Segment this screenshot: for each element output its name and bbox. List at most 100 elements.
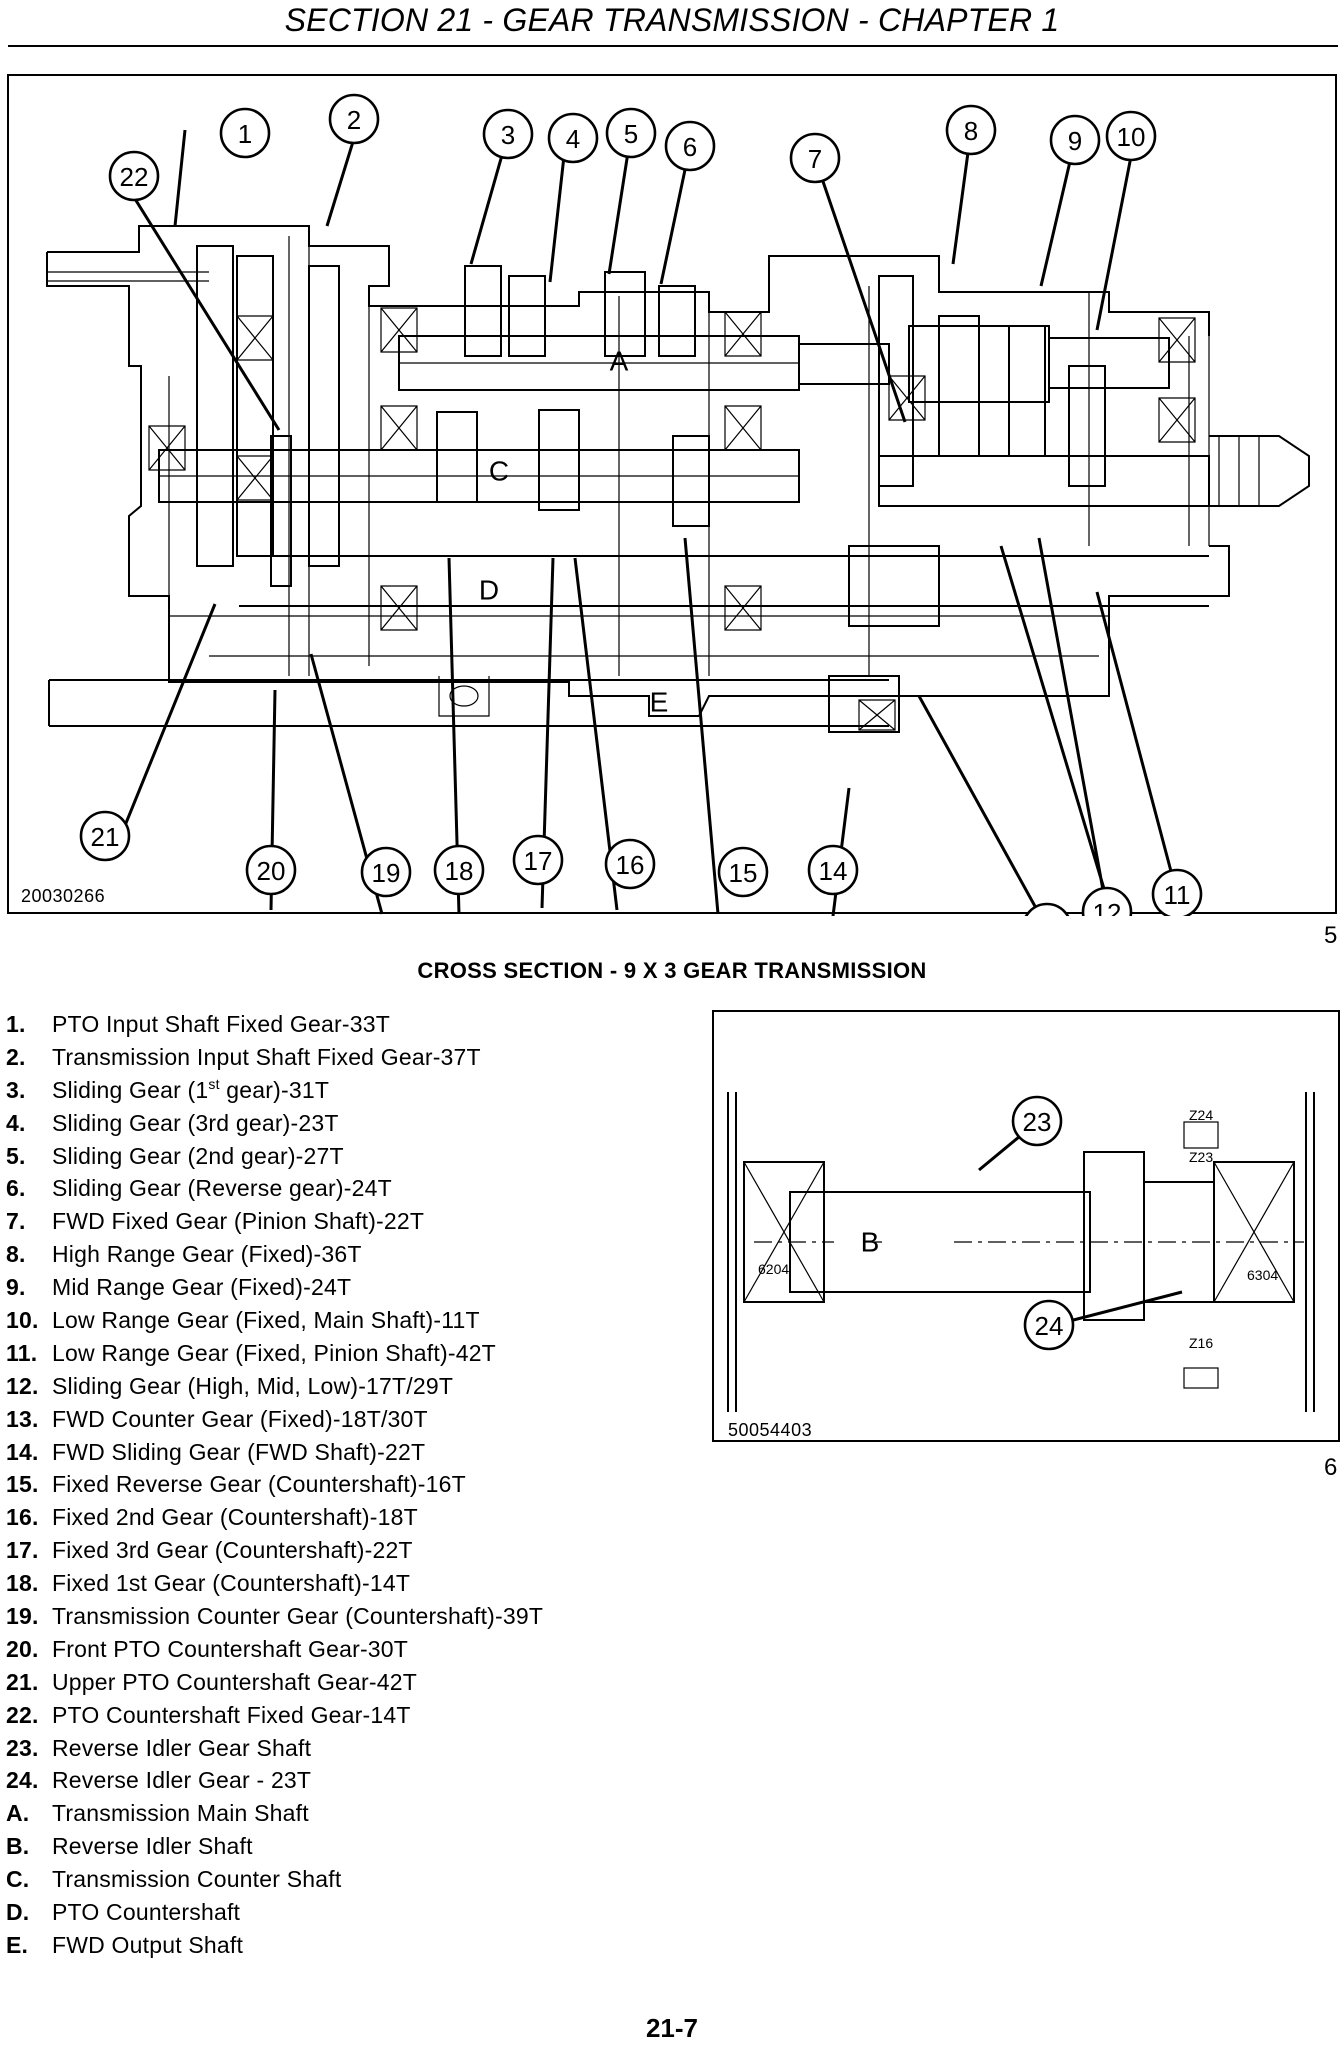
- svg-text:12: 12: [1093, 898, 1122, 916]
- callout-1: 1: [219, 107, 271, 159]
- legend-number: A.: [6, 1800, 30, 1827]
- callout-23: 23: [1011, 1095, 1063, 1147]
- legend-text: FWD Fixed Gear (Pinion Shaft)-22T: [52, 1208, 425, 1235]
- shaft-e: [48, 675, 900, 733]
- shaft-label-e: E: [650, 687, 669, 718]
- drawing-id-figure-6: 50054403: [728, 1420, 812, 1440]
- legend-text: Fixed 3rd Gear (Countershaft)-22T: [52, 1537, 413, 1564]
- legend-text: Transmission Counter Shaft: [52, 1866, 342, 1893]
- legend-number: 2.: [6, 1043, 26, 1070]
- bearing-label-6204: 6204: [758, 1261, 789, 1277]
- legend-item: C. Transmission Counter Shaft: [6, 1863, 706, 1896]
- legend-number: C.: [6, 1866, 30, 1893]
- section-header: SECTION 21 - GEAR TRANSMISSION - CHAPTER…: [284, 2, 1060, 38]
- legend-item: D.PTO Countershaft: [6, 1896, 706, 1929]
- output-nose: [1209, 435, 1310, 507]
- bearings: [148, 307, 1196, 731]
- legend-item: 13.FWD Counter Gear (Fixed)-18T/30T: [6, 1403, 706, 1436]
- legend-number: 10.: [6, 1307, 39, 1334]
- legend-number: 15.: [6, 1471, 39, 1498]
- callout-24: 24: [1023, 1299, 1075, 1351]
- legend-text: Transmission Main Shaft: [52, 1800, 309, 1827]
- legend-text: PTO Countershaft: [52, 1899, 241, 1926]
- bearing-label-6304: 6304: [1247, 1267, 1278, 1283]
- legend-text: Sliding Gear (3rd gear)-23T: [52, 1109, 339, 1136]
- svg-text:18: 18: [445, 856, 474, 886]
- legend-superscript: st: [208, 1075, 220, 1092]
- legend-item: 22.PTO Countershaft Fixed Gear-14T: [6, 1699, 706, 1732]
- header-rule: [8, 45, 1338, 47]
- shaft-label-b: B: [861, 1227, 880, 1258]
- legend-text: Reverse Idler Gear - 23T: [52, 1767, 312, 1794]
- svg-text:10: 10: [1117, 122, 1146, 152]
- svg-text:17: 17: [524, 846, 553, 876]
- svg-text:19: 19: [372, 858, 401, 888]
- parts-legend: 1.PTO Input Shaft Fixed Gear-33T 2. Trans…: [6, 1008, 706, 1962]
- callout-10: 10: [1105, 110, 1157, 162]
- inset-leaders: [978, 1120, 1183, 1327]
- svg-text:8: 8: [964, 116, 978, 146]
- svg-text:22: 22: [120, 162, 149, 192]
- legend-item: 15.Fixed Reverse Gear (Countershaft)-16T: [6, 1468, 706, 1501]
- legend-number: 18.: [6, 1570, 39, 1597]
- shaft-a: [398, 325, 1170, 403]
- legend-item: 17.Fixed 3rd Gear (Countershaft)-22T: [6, 1534, 706, 1567]
- legend-item: 11.Low Range Gear (Fixed, Pinion Shaft)-…: [6, 1337, 706, 1370]
- legend-text: Low Range Gear (Fixed, Pinion Shaft)-42T: [52, 1339, 496, 1366]
- legend-number: 8.: [6, 1241, 26, 1268]
- legend-number: 12.: [6, 1372, 39, 1399]
- gear-mark-z16: Z16: [1189, 1335, 1213, 1351]
- callout-2: 2: [328, 93, 380, 145]
- callout-22: 22: [108, 150, 160, 202]
- callout-17: 17: [512, 834, 564, 886]
- legend-text: Fixed 1st Gear (Countershaft)-14T: [52, 1570, 411, 1597]
- legend-text: Sliding Gear (2nd gear)-27T: [52, 1142, 344, 1169]
- legend-item: 2. Transmission Input Shaft Fixed Gear-37…: [6, 1041, 706, 1074]
- svg-text:3: 3: [501, 120, 515, 150]
- legend-text: FWD Counter Gear (Fixed)-18T/30T: [52, 1405, 428, 1432]
- svg-text:4: 4: [566, 124, 580, 154]
- legend-item: 21. Upper PTO Countershaft Gear-42T: [6, 1666, 706, 1699]
- legend-text: FWD Sliding Gear (FWD Shaft)-22T: [52, 1438, 426, 1465]
- legend-number: 5.: [6, 1142, 26, 1169]
- legend-item: E.FWD Output Shaft: [6, 1929, 706, 1962]
- legend-text: Low Range Gear (Fixed, Main Shaft)-11T: [52, 1307, 480, 1334]
- inset-housing: [727, 1092, 1315, 1412]
- legend-item: 23.Reverse Idler Gear Shaft: [6, 1732, 706, 1765]
- callout-13: 13: [1024, 902, 1070, 916]
- legend-item: 7. FWD Fixed Gear (Pinion Shaft)-22T: [6, 1205, 706, 1238]
- legend-number: 16.: [6, 1504, 39, 1531]
- legend-item: 20.Front PTO Countershaft Gear-30T: [6, 1633, 706, 1666]
- legend-number: 7.: [6, 1208, 26, 1235]
- legend-number: 4.: [6, 1109, 26, 1136]
- legend-item: 19.Transmission Counter Gear (Countersha…: [6, 1600, 706, 1633]
- callout-8: 8: [945, 104, 997, 156]
- svg-text:14: 14: [819, 856, 848, 886]
- legend-text: Mid Range Gear (Fixed)-24T: [52, 1274, 352, 1301]
- legend-item: A. Transmission Main Shaft: [6, 1797, 706, 1830]
- legend-text: Transmission Input Shaft Fixed Gear-37T: [52, 1043, 481, 1070]
- svg-text:20: 20: [257, 856, 286, 886]
- legend-text-before: Sliding Gear (1: [52, 1076, 209, 1103]
- shaft-label-c: C: [489, 456, 509, 487]
- legend-item: 1.PTO Input Shaft Fixed Gear-33T: [6, 1008, 706, 1041]
- legend-text: Transmission Counter Gear (Countershaft)…: [52, 1603, 544, 1630]
- callout-21: 21: [79, 810, 131, 862]
- legend-number: 6.: [6, 1175, 26, 1202]
- legend-number: 23.: [6, 1734, 39, 1761]
- legend-text-after: gear)-31T: [219, 1076, 330, 1103]
- legend-number: E.: [6, 1931, 29, 1958]
- gear-mark-z24: Z24: [1189, 1107, 1213, 1123]
- shaft-label-d: D: [479, 575, 499, 606]
- callout-9: 9: [1049, 114, 1101, 166]
- legend-item: 5. Sliding Gear (2nd gear)-27T: [6, 1140, 706, 1173]
- legend-number: 21.: [6, 1668, 39, 1695]
- legend-number: B.: [6, 1833, 30, 1860]
- callout-18: 18: [433, 844, 485, 896]
- legend-text: PTO Input Shaft Fixed Gear-33T: [52, 1011, 390, 1037]
- legend-item: 10. Low Range Gear (Fixed, Main Shaft)-11…: [6, 1304, 706, 1337]
- figure-caption: CROSS SECTION - 9 X 3 GEAR TRANSMISSION: [417, 958, 927, 983]
- legend-text: Upper PTO Countershaft Gear-42T: [52, 1668, 417, 1695]
- figure-number-6: 6: [1324, 1454, 1338, 1481]
- legend-text: Front PTO Countershaft Gear-30T: [52, 1635, 409, 1662]
